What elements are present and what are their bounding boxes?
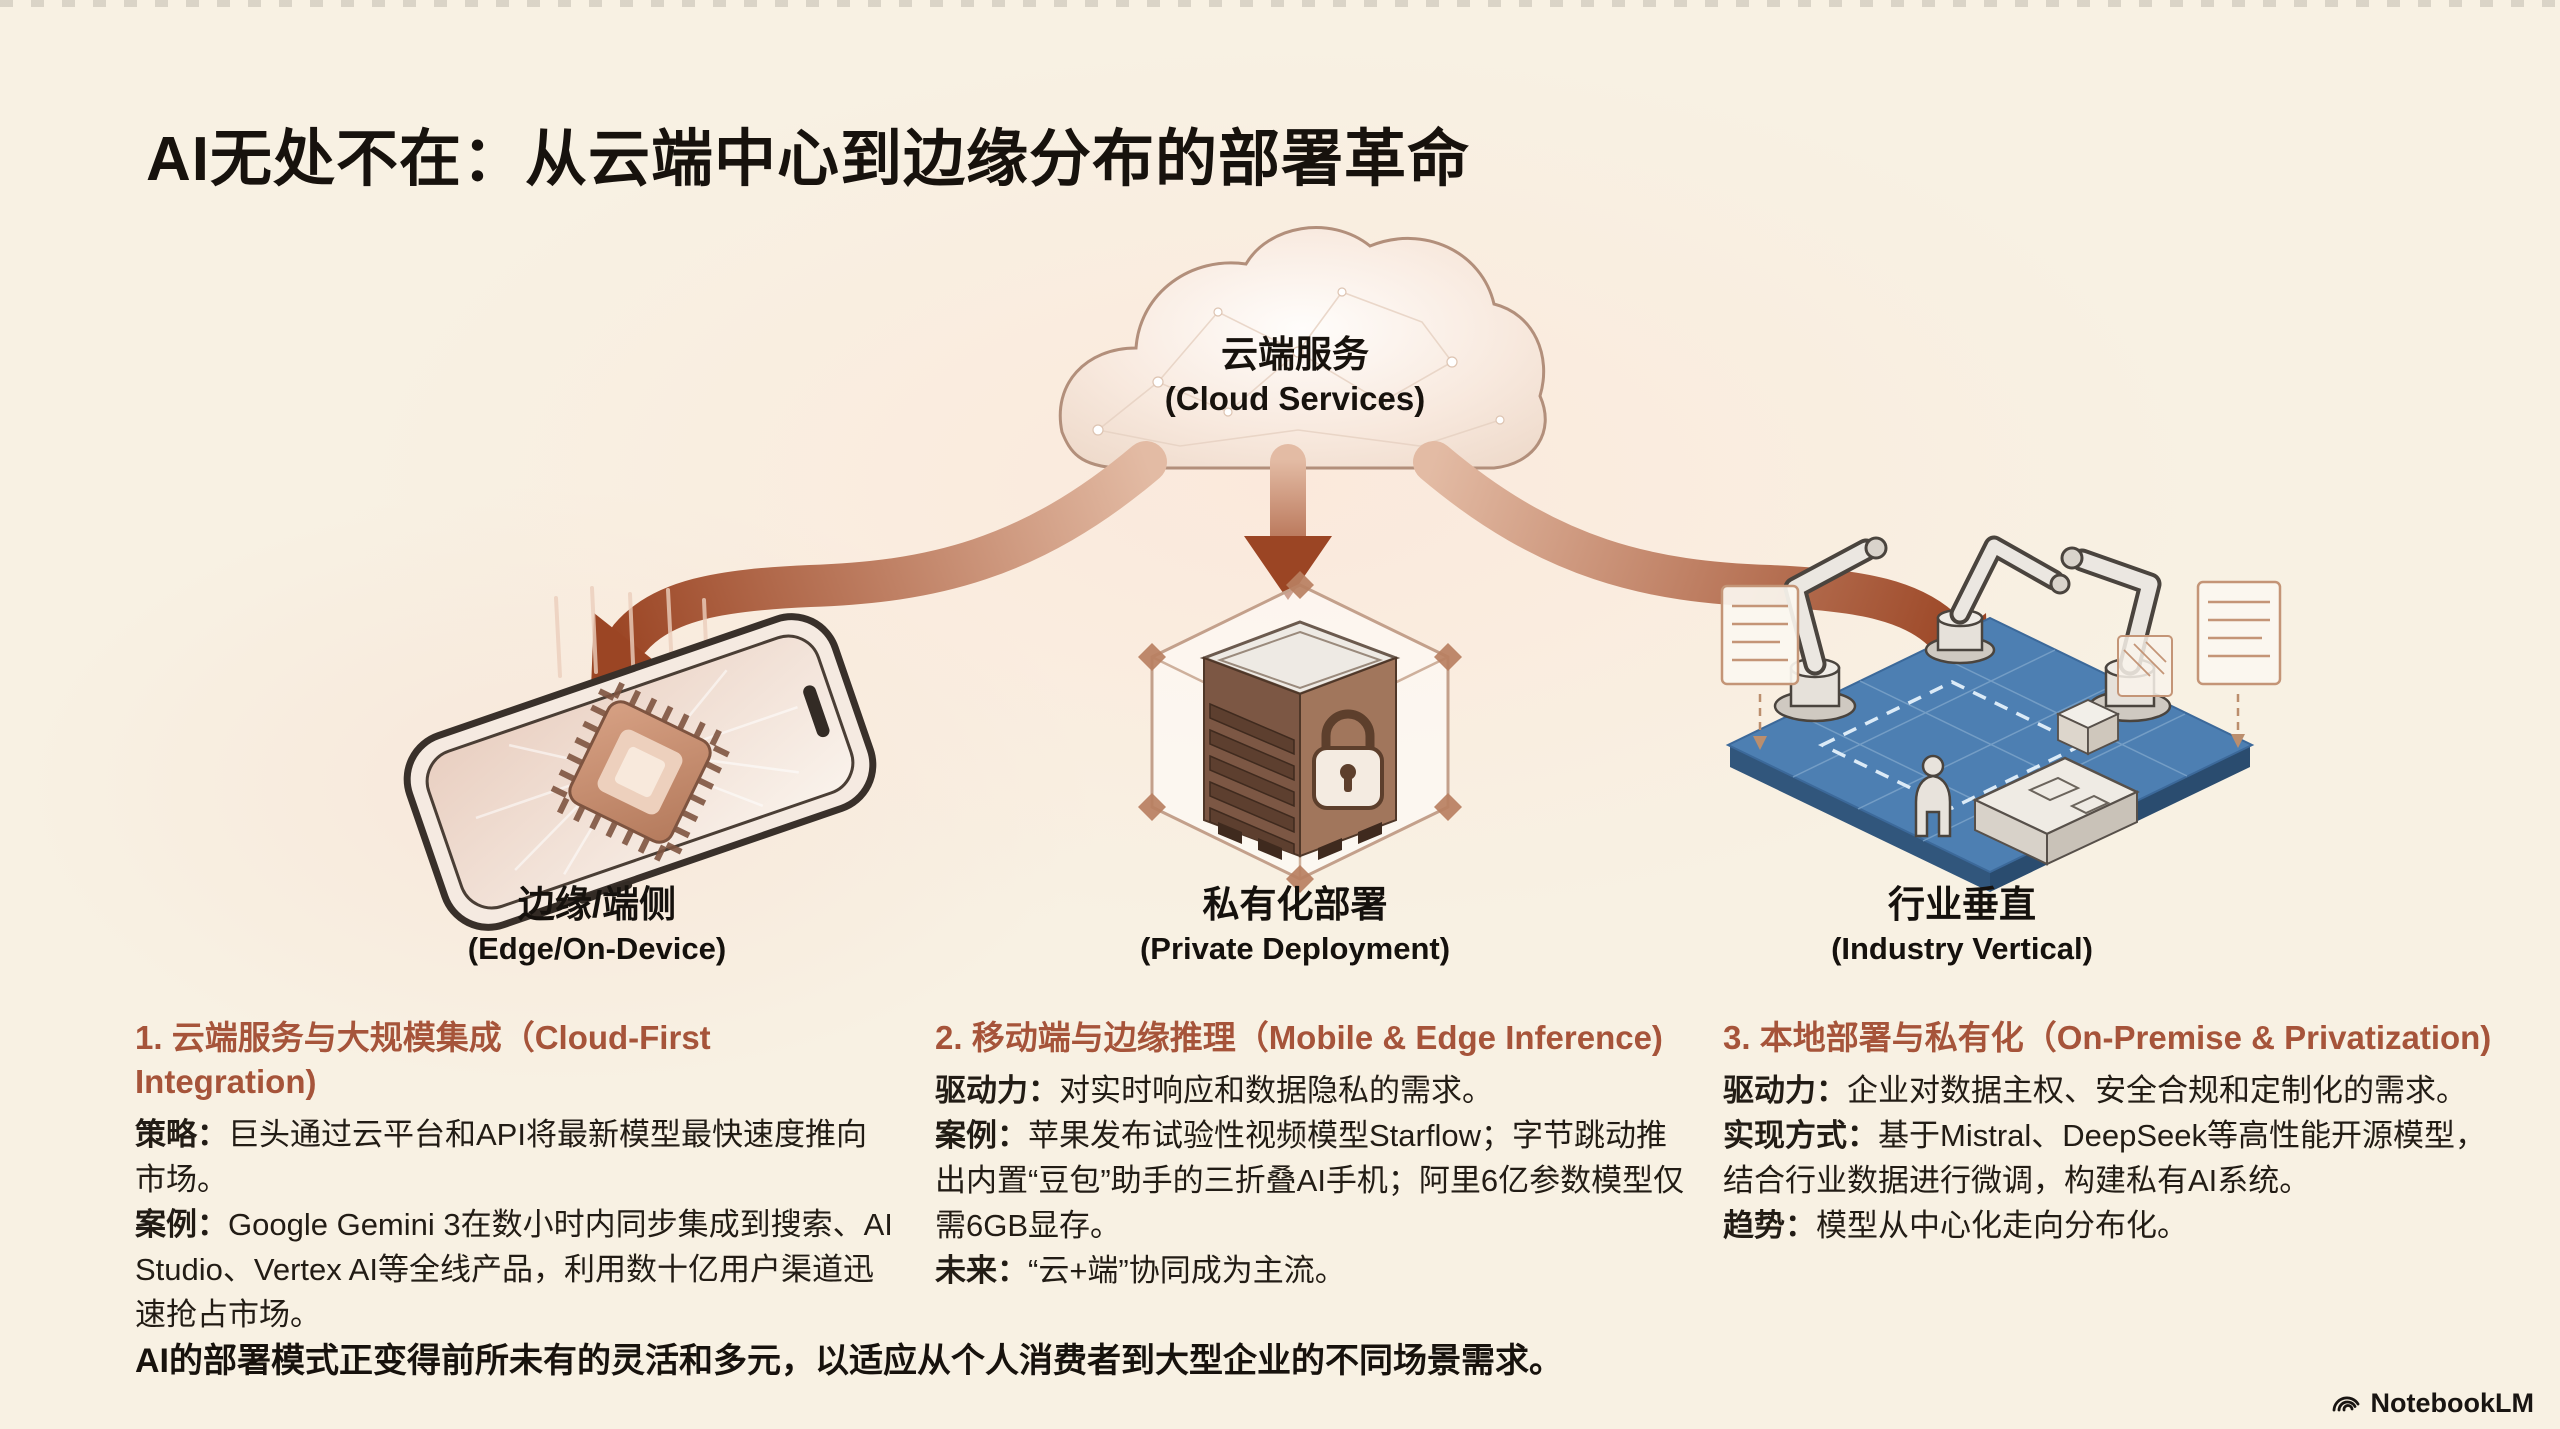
column-item: 实现方式：基于Mistral、DeepSeek等高性能开源模型，结合行业数据进行… (1723, 1118, 2487, 1198)
robot-arm-center (1924, 535, 2071, 665)
brand-watermark: NotebookLM (2330, 1387, 2534, 1419)
phone-ports (530, 881, 633, 920)
spec-document-right (2196, 580, 2282, 748)
ai-chip (548, 680, 732, 864)
cube-corner-accents (1138, 571, 1462, 893)
server-illustration (1138, 571, 1462, 893)
phone-notch (803, 685, 830, 738)
column-item: 驱动力：对实时响应和数据隐私的需求。 (935, 1073, 1493, 1108)
spec-document-left (1720, 584, 1800, 750)
summary-text: AI的部署模式正变得前所未有的灵活和多元，以适应从个人消费者到大型企业的不同场景… (135, 1342, 1563, 1380)
cloud-label-zh: 云端服务 (1221, 334, 1369, 375)
node-label-private: 私有化部署 (Private Deployment) (1035, 882, 1555, 970)
factory-illustration (1720, 535, 2282, 892)
top-edge-artifact (0, 0, 2560, 7)
detail-column-cloud-first: 1. 云端服务与大规模集成（Cloud-First Integration) 策… (135, 1016, 897, 1337)
cloud-label-en: (Cloud Services) (1164, 380, 1426, 417)
industry-label-en: (Industry Vertical) (1831, 931, 2093, 966)
column-item: 策略：巨头通过云平台和API将最新模型最快速度推向市场。 (135, 1117, 867, 1197)
cloud-node-label: 云端服务 (Cloud Services) (1055, 332, 1535, 420)
phone-illustration (403, 586, 877, 931)
padlock-icon (1312, 709, 1384, 810)
column-heading: 2. 移动端与边缘推理（Mobile & Edge Inference) (935, 1019, 1663, 1056)
column-item: 未来：“云+端”协同成为主流。 (935, 1253, 1346, 1288)
spec-card-small (2117, 635, 2173, 697)
detail-column-on-premise: 3. 本地部署与私有化（On-Premise & Privatization) … (1723, 1016, 2517, 1248)
private-label-en: (Private Deployment) (1139, 931, 1451, 966)
page-title: AI无处不在：从云端中心到边缘分布的部署革命 (146, 125, 1471, 194)
arrow-cloud-to-industry (1413, 441, 1989, 689)
notebooklm-wave-icon (2332, 1396, 2359, 1412)
parts-box (2055, 699, 2121, 756)
column-item: 驱动力：企业对数据主权、安全合规和定制化的需求。 (1723, 1073, 2467, 1108)
column-heading: 3. 本地部署与私有化（On-Premise & Privatization) (1723, 1019, 2492, 1056)
brand-name: NotebookLM (2370, 1387, 2534, 1418)
arrow-cloud-to-private (1244, 444, 1332, 600)
cloud-illustration (1058, 226, 1547, 470)
edge-label-zh: 边缘/端侧 (517, 884, 677, 925)
column-item: 案例：Google Gemini 3在数小时内同步集成到搜索、AI Studio… (135, 1207, 893, 1332)
edge-label-en: (Edge/On-Device) (467, 931, 727, 966)
column-item: 案例：苹果发布试验性视频模型Starflow；字节跳动推出内置“豆包”助手的三折… (935, 1118, 1685, 1243)
node-label-edge: 边缘/端侧 (Edge/On-Device) (337, 882, 857, 970)
server-drawers (1209, 702, 1295, 856)
private-label-zh: 私有化部署 (1202, 884, 1388, 925)
industry-label-zh: 行业垂直 (1888, 884, 2036, 925)
column-heading: 1. 云端服务与大规模集成（Cloud-First Integration) (135, 1019, 711, 1100)
operator-figure (1914, 754, 1952, 838)
column-item: 趋势：模型从中心化走向分布化。 (1723, 1208, 2188, 1243)
node-label-industry: 行业垂直 (Industry Vertical) (1702, 882, 2222, 970)
detail-column-mobile-edge: 2. 移动端与边缘推理（Mobile & Edge Inference) 驱动力… (935, 1016, 1697, 1293)
server-feet (1218, 822, 1382, 860)
workbench (1972, 756, 2140, 866)
